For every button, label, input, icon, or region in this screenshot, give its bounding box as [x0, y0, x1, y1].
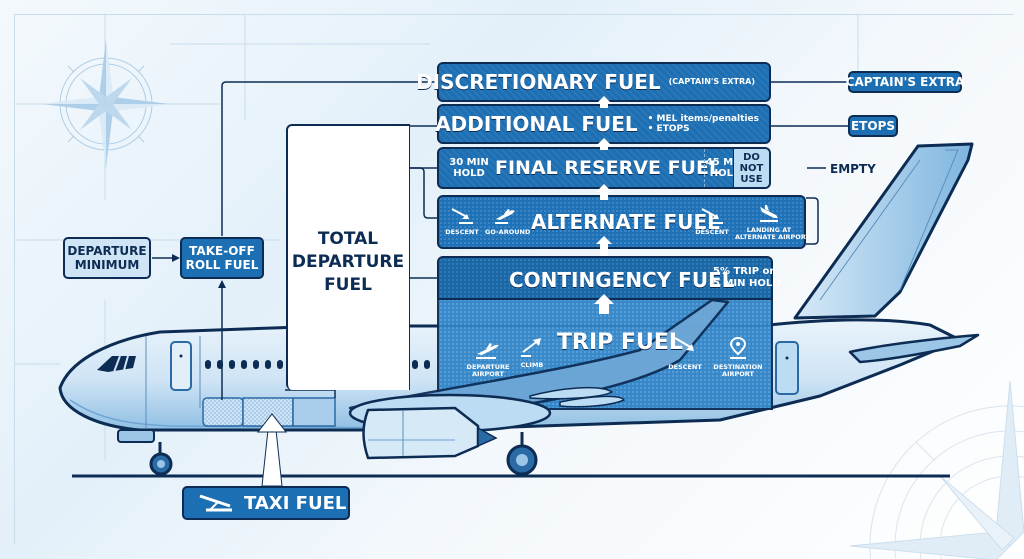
etops-tag: ETOPS: [848, 115, 898, 137]
go-around-icon: [495, 209, 515, 224]
bullet-mel: • MEL items/penalties: [647, 114, 759, 124]
contingency-note: 5% TRIP or 5 MIN HOLD: [713, 266, 781, 290]
departure-minimum-box: DEPARTURE MINIMUM: [63, 237, 151, 279]
phase-label: DEPARTURE AIRPORT: [465, 364, 511, 378]
compass-rose-icon: [42, 40, 170, 168]
departure-minimum-label: DEPARTURE MINIMUM: [67, 244, 146, 272]
nose-gear: [117, 429, 173, 476]
label-line: ALTERNATE AIRPORT: [735, 233, 810, 241]
note-line: HOLD: [453, 168, 485, 179]
final-reserve-fuel-title: FINAL RESERVE FUEL: [495, 157, 722, 179]
alternate-fuel-box: DESCENT GO-AROUND ALTERNATE FUEL DESCENT…: [437, 195, 810, 249]
total-line-3: FUEL: [324, 275, 372, 295]
phase-label: GO-AROUND: [485, 228, 531, 236]
takeoff-roll-fuel-box: TAKE-OFF ROLL FUEL: [180, 237, 264, 279]
alt-phase-go-around: GO-AROUND: [485, 205, 531, 236]
phase-label: DESCENT: [445, 228, 479, 236]
alt-phase-descent-2: DESCENT: [695, 205, 729, 236]
label-line: LANDING AT: [746, 226, 792, 234]
total-departure-fuel-label: TOTAL DEPARTURE FUEL: [286, 228, 410, 297]
takeoff-icon: [476, 343, 499, 359]
phase-label: DESCENT: [695, 228, 729, 236]
discretionary-fuel-title: DISCRETIONARY FUEL: [416, 70, 661, 94]
compass-rose-icon: [849, 380, 1024, 559]
label-line: DEPARTURE: [466, 363, 510, 371]
discretionary-fuel-subtitle: (CAPTAIN'S EXTRA): [668, 77, 755, 86]
total-line-1: TOTAL: [317, 229, 379, 249]
final-reserve-45min-cell: 45 MIN HOLD: [704, 149, 746, 187]
empty-label: EMPTY: [830, 162, 876, 176]
note-line: 30 MIN: [449, 157, 489, 168]
phase-label: LANDING AT ALTERNATE AIRPORT: [735, 226, 810, 241]
note-line: 45 MIN: [705, 157, 746, 168]
blueprint-frame: [14, 14, 1014, 544]
final-reserve-fuel-box: 30 MIN HOLD FINAL RESERVE FUEL 45 MIN HO…: [437, 147, 771, 189]
trip-phase-departure: DEPARTURE AIRPORT: [465, 340, 511, 378]
descent-icon: [451, 208, 473, 224]
phase-label: DESCENT: [668, 363, 702, 371]
captains-extra-tag: CAPTAIN'S EXTRA: [846, 71, 964, 93]
do-not-use-label: DO NOT USE: [734, 152, 769, 185]
main-gear: [506, 432, 538, 476]
note-line: 5% TRIP or: [713, 266, 775, 277]
trip-phase-descent: DESCENT: [667, 334, 703, 371]
label-line: AIRPORT: [472, 370, 504, 378]
label-line: TAKE-OFF: [189, 244, 255, 258]
contingency-fuel-title: CONTINGENCY FUEL: [509, 268, 735, 292]
taxi-fuel-box: TAXI FUEL: [182, 486, 350, 520]
label-line: DEPARTURE: [67, 244, 147, 258]
final-reserve-right-note: 45 MIN HOLD: [706, 157, 745, 179]
location-pin-icon: [729, 336, 747, 359]
label-line: MINIMUM: [74, 258, 140, 272]
label-line: ROLL FUEL: [185, 258, 259, 272]
descent-icon: [674, 337, 694, 351]
note-line: 5 MIN HOLD: [713, 278, 781, 289]
phase-label: DESTINATION AIRPORT: [713, 364, 763, 378]
landing-icon: [760, 205, 778, 222]
discretionary-fuel-box: DISCRETIONARY FUEL (CAPTAIN'S EXTRA): [416, 62, 771, 102]
bullet-etops: • ETOPS: [647, 124, 690, 134]
trip-fuel-title: TRIP FUEL: [557, 330, 683, 355]
note-line: HOLD: [709, 168, 742, 179]
alt-phase-landing: LANDING AT ALTERNATE AIRPORT: [735, 203, 810, 241]
trip-fuel-box: TRIP FUEL DEPARTURE AIRPORT CLIMB DESCEN…: [437, 300, 773, 410]
note-line: DO NOT: [739, 151, 764, 174]
additional-fuel-bullets: • MEL items/penalties • ETOPS: [648, 114, 759, 134]
takeoff-roll-fuel-label: TAKE-OFF ROLL FUEL: [186, 244, 259, 272]
final-reserve-left-note: 30 MIN HOLD: [449, 157, 489, 179]
do-not-use-cell: DO NOT USE: [733, 149, 769, 187]
additional-fuel-box: ADDITIONAL FUEL • MEL items/penalties • …: [435, 104, 771, 144]
taxi-fuel-label: TAXI FUEL: [244, 492, 347, 514]
label-line: DESTINATION: [713, 363, 763, 371]
climb-icon: [521, 338, 541, 357]
trip-phase-climb: CLIMB: [517, 336, 547, 369]
note-line: USE: [740, 173, 763, 185]
alternate-fuel-title: ALTERNATE FUEL: [531, 210, 720, 234]
total-line-2: DEPARTURE: [291, 252, 405, 272]
label-line: AIRPORT: [722, 370, 754, 378]
ramp-icon: [199, 494, 232, 512]
alt-phase-descent: DESCENT: [445, 205, 479, 236]
descent-icon: [701, 208, 723, 224]
additional-fuel-title: ADDITIONAL FUEL: [435, 112, 638, 136]
trip-phase-destination: DESTINATION AIRPORT: [713, 336, 763, 378]
phase-label: CLIMB: [520, 361, 544, 369]
